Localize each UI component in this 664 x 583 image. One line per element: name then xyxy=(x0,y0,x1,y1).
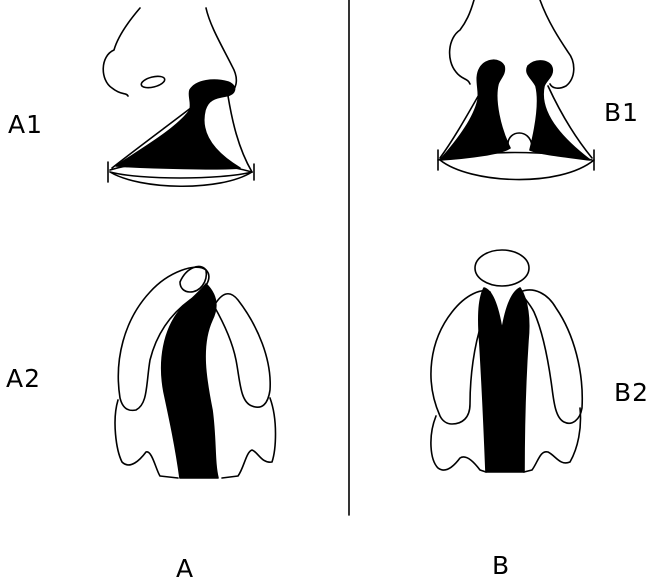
label-a: A xyxy=(176,556,194,581)
label-b2: B2 xyxy=(614,380,649,405)
b1-nose-outline xyxy=(450,0,574,88)
label-b: B xyxy=(492,553,510,578)
a1-cleft-shape xyxy=(116,80,240,169)
b1-prolabium xyxy=(508,133,532,146)
b2-cleft-shape xyxy=(479,288,529,472)
a1-lower-lip xyxy=(110,172,252,186)
a1-nostril xyxy=(140,74,166,90)
a1-unilateral-lip-drawing xyxy=(103,8,254,186)
b2-right-shelf xyxy=(520,290,582,423)
label-b1: B1 xyxy=(604,100,639,125)
a2-unilateral-palate-drawing xyxy=(115,266,275,478)
b1-cleft-left xyxy=(440,60,510,160)
label-a2: A2 xyxy=(6,366,41,391)
b2-bilateral-palate-drawing xyxy=(431,250,582,472)
a2-cleft-shape xyxy=(162,284,218,478)
b1-bilateral-lip-drawing xyxy=(438,0,594,180)
b2-premaxilla xyxy=(475,250,529,286)
b1-cleft-right xyxy=(527,61,590,160)
b1-lower-lip xyxy=(440,160,594,180)
label-a1: A1 xyxy=(8,112,43,137)
a1-lip-segment-line-right xyxy=(228,96,252,172)
a2-right-shelf xyxy=(214,294,270,407)
